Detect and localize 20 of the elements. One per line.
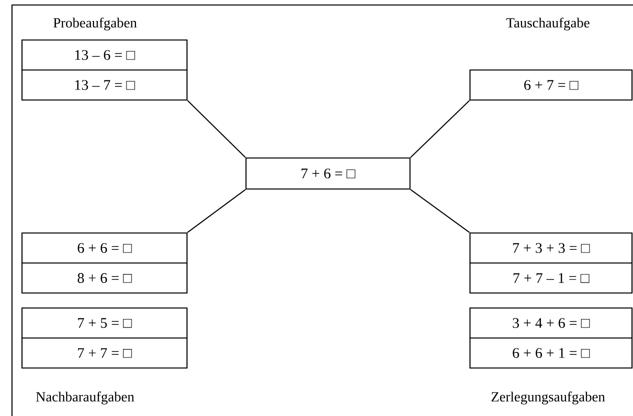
- equation-box: 7 + 6 = □: [245, 157, 411, 190]
- equation-box: 3 + 4 + 6 = □: [469, 307, 633, 339]
- equation-box: 13 – 6 = □: [21, 39, 188, 71]
- group-heading: Probeaufgaben: [53, 18, 137, 30]
- equation-box: 8 + 6 = □: [21, 262, 188, 294]
- group-heading: Nachbaraufgaben: [36, 392, 134, 404]
- connector-line: [187, 100, 246, 158]
- equation-box: 6 + 7 = □: [469, 69, 633, 101]
- connector-line: [410, 100, 470, 158]
- equation-box: 7 + 7 – 1 = □: [469, 262, 633, 294]
- connector-line: [410, 189, 470, 233]
- equation-box: 13 – 7 = □: [21, 69, 188, 101]
- equation-box: 7 + 5 = □: [21, 307, 188, 339]
- group-heading: Tauschaufgabe: [506, 18, 590, 30]
- group-heading: Zerlegungsaufgaben: [492, 392, 605, 404]
- equation-box: 7 + 7 = □: [21, 337, 188, 369]
- equation-box: 6 + 6 + 1 = □: [469, 337, 633, 369]
- connector-line: [187, 189, 246, 233]
- equation-box: 7 + 3 + 3 = □: [469, 232, 633, 264]
- equation-box: 6 + 6 = □: [21, 232, 188, 264]
